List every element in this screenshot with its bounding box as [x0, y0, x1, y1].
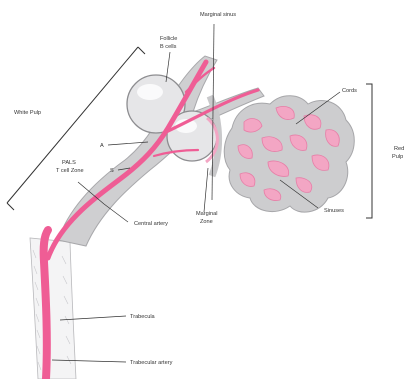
central-artery-label: Central artery: [134, 221, 168, 227]
follicle-label-line1: Follicle: [160, 36, 177, 42]
marginal-zone-label-line1: Marginal: [196, 211, 217, 217]
follicle-label-line2: B cells: [160, 44, 177, 50]
sinuses-label: Sinuses: [324, 208, 344, 214]
red-pulp-label-line2: Pulp: [392, 154, 403, 160]
trabecular-artery: [44, 230, 48, 379]
marginal-sinus-label: Marginal sinus: [200, 12, 236, 18]
label-s: S: [110, 168, 114, 174]
label-a: A: [100, 143, 104, 149]
pals-label-line1: PALS: [62, 160, 76, 166]
red-pulp-label-line1: Red: [394, 146, 404, 152]
marginal-zone-label-line2: Zone: [200, 219, 213, 225]
white-pulp-label: White Pulp: [14, 110, 41, 116]
trabecula-label: Trabecula: [130, 314, 156, 320]
follicle-upper-highlight: [137, 84, 163, 100]
cords-label: Cords: [342, 88, 357, 94]
red-pulp: [224, 96, 354, 212]
trabecula: [30, 238, 76, 379]
red-pulp-bracket: [366, 84, 372, 218]
pals-label-line2: T cell Zone: [56, 168, 84, 174]
trabecular-artery-label: Trabecular artery: [130, 360, 173, 366]
